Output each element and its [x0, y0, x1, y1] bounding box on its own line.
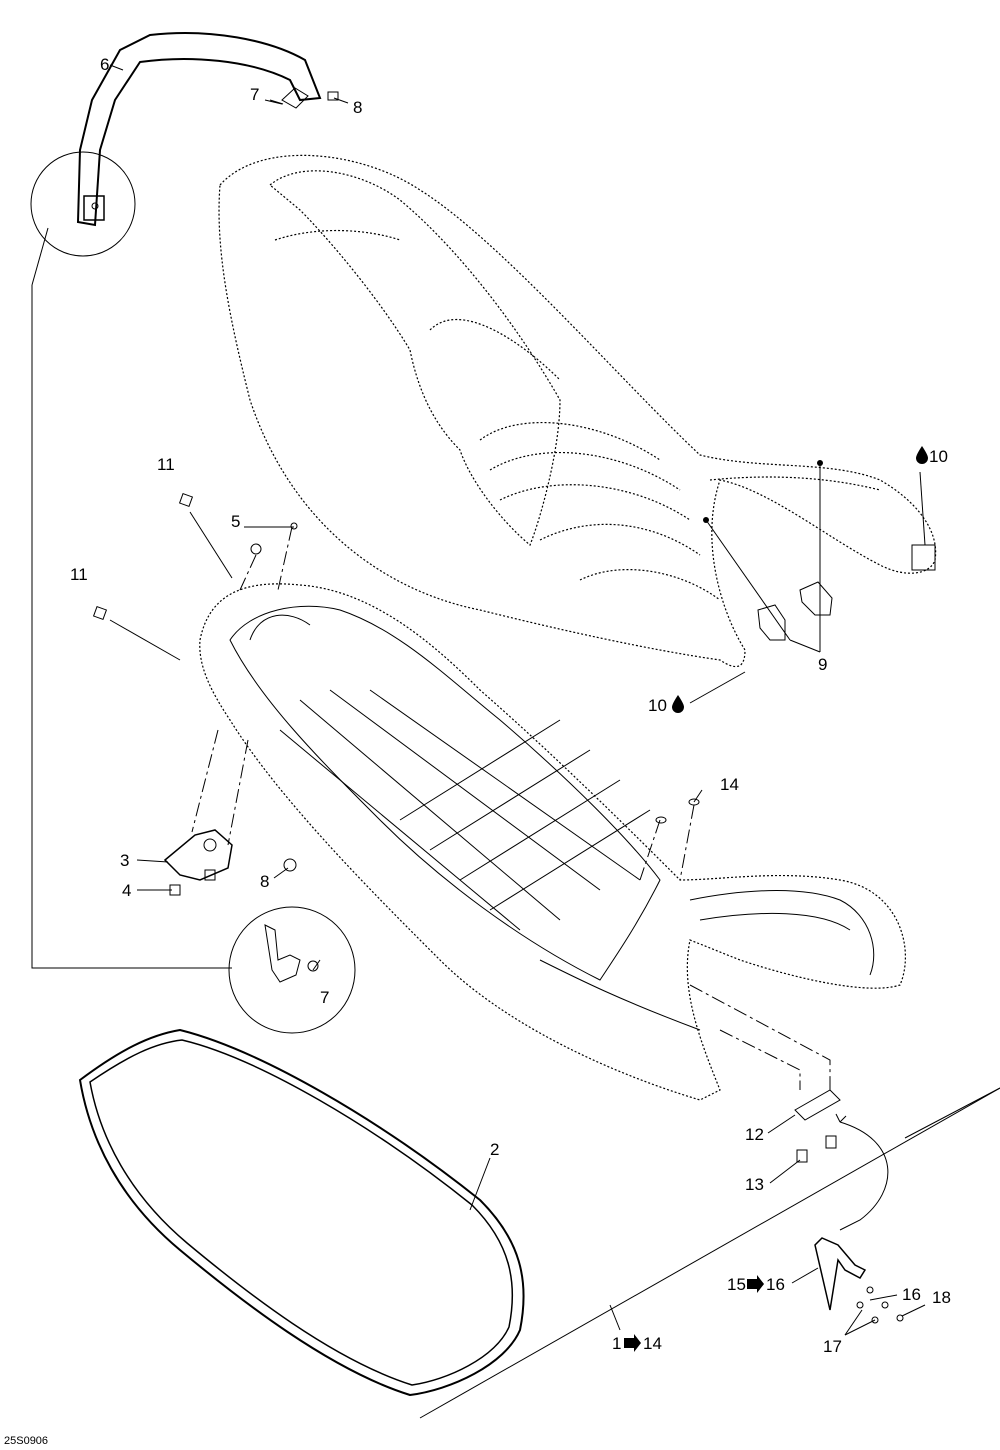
- callout-7: 7: [250, 85, 259, 104]
- detail-circle-top: [30, 151, 136, 257]
- callout-1-to-14: 1 14: [612, 1334, 662, 1353]
- frame-lines: [31, 227, 1000, 1419]
- seat-cover: [218, 154, 937, 668]
- callout-7-lower: 7: [320, 988, 329, 1007]
- callout-10-top: 10: [916, 446, 948, 466]
- svg-text:10: 10: [929, 447, 948, 466]
- svg-text:10: 10: [648, 696, 667, 715]
- callout-10-bottom: 10: [648, 695, 684, 715]
- strap-part: [76, 32, 339, 227]
- callout-15-to-16: 15 16: [727, 1275, 785, 1294]
- callout-3: 3: [120, 851, 129, 870]
- callout-8-lower: 8: [260, 872, 269, 891]
- callout-18: 18: [932, 1288, 951, 1307]
- callout-12: 12: [745, 1125, 764, 1144]
- callout-4: 4: [122, 881, 131, 900]
- hardware-parts: [92, 492, 936, 1324]
- svg-text:15: 15: [727, 1275, 746, 1294]
- callout-17: 17: [823, 1337, 842, 1356]
- callout-5: 5: [231, 512, 240, 531]
- callout-11-lower: 11: [70, 565, 88, 584]
- callout-11-upper: 11: [157, 455, 175, 474]
- callout-16-right: 16: [902, 1285, 921, 1304]
- seal-part: [78, 1028, 525, 1397]
- svg-text:14: 14: [643, 1334, 662, 1353]
- seat-base: [199, 583, 907, 1101]
- callout-13: 13: [745, 1175, 764, 1194]
- drawing-code: 25S0906: [4, 1435, 48, 1447]
- callout-9: 9: [818, 655, 827, 674]
- callout-6: 6: [100, 55, 109, 74]
- svg-text:1: 1: [612, 1334, 621, 1353]
- drop-icon: [672, 695, 684, 713]
- callout-labels: 6 7 8 10 11 5 11 9 10 14 3 8 4 7 2 12 13…: [70, 55, 951, 1356]
- leader-lines: [109, 64, 926, 1336]
- callout-8: 8: [353, 98, 362, 117]
- callout-14-top: 14: [720, 775, 739, 794]
- drop-icon: [916, 446, 928, 464]
- detail-circle-bottom: [228, 906, 356, 1034]
- arrow-right-icon: [624, 1334, 641, 1352]
- callout-2: 2: [490, 1140, 499, 1159]
- arrow-right-icon: [747, 1275, 764, 1293]
- svg-text:16: 16: [766, 1275, 785, 1294]
